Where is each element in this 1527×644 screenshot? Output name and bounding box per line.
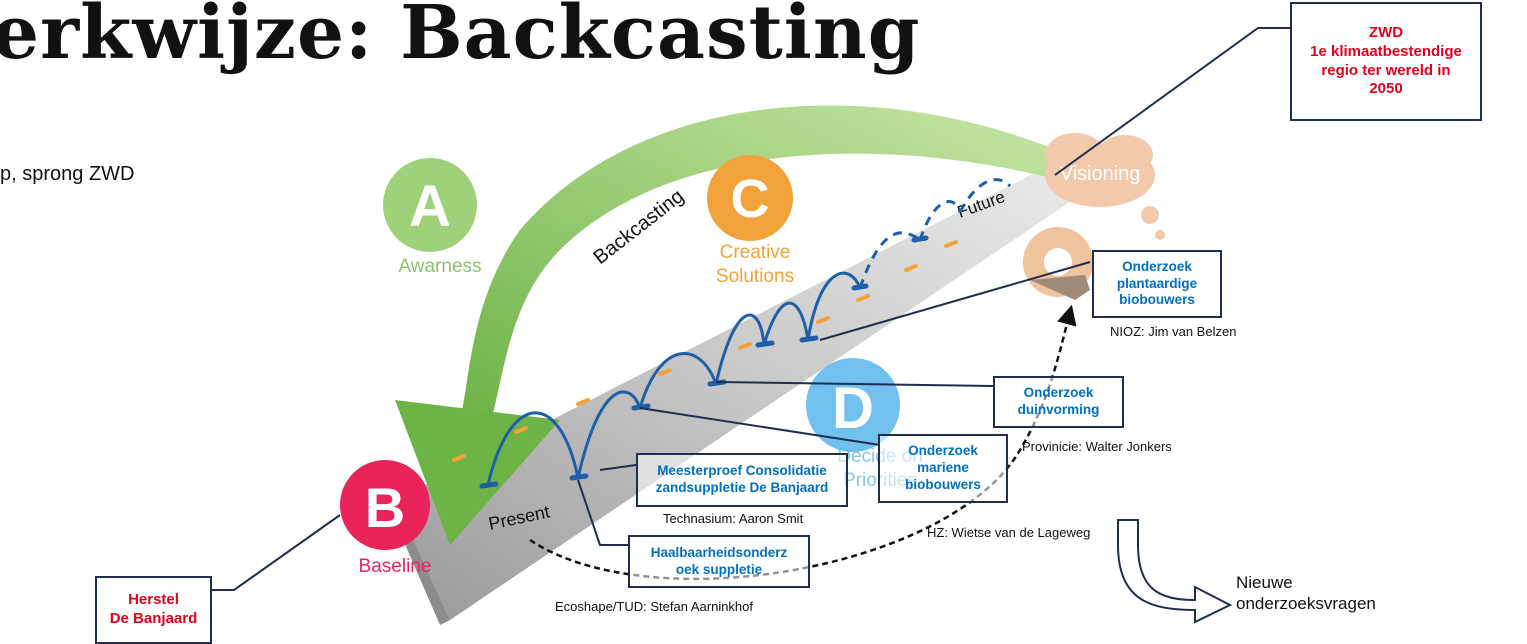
page-subtitle: p, sprong ZWD: [0, 163, 135, 185]
plantaardig-box: Onderzoek plantaardige biobouwers: [1092, 250, 1222, 318]
baseline-label: Baseline: [359, 556, 432, 577]
nieuwe-line-2: onderzoeksvragen: [1236, 594, 1376, 614]
bounce-marks: [479, 235, 929, 489]
duinvorming-line-1: Onderzoek: [1023, 385, 1094, 401]
haalbaarheid-line-1: Haalbaarheidsonderz: [650, 544, 788, 560]
awareness-label: Awarness: [398, 256, 481, 277]
haalbaarheid-box: Haalbaarheidsonderz oek suppletie: [628, 535, 810, 588]
zwd-goal-box: ZWD 1e klimaatbestendige regio ter werel…: [1290, 2, 1482, 121]
svg-text:A: A: [409, 174, 451, 239]
plantaardig-line-3: biobouwers: [1119, 292, 1195, 308]
technasium-caption: Technasium: Aaron Smit: [663, 511, 804, 526]
meesterproef-line-2: zandsuppletie De Banjaard: [655, 480, 829, 495]
hz-caption: HZ: Wietse van de Lageweg: [927, 525, 1091, 540]
svg-text:B: B: [365, 476, 405, 539]
haalbaarheid-line-2: oek suppletie: [675, 561, 763, 577]
nieuwe-line-1: Nieuwe: [1236, 573, 1293, 592]
baseline-badge: B Baseline: [340, 460, 431, 577]
connector-lines: [210, 27, 1290, 591]
research-loop-arrow: [529, 304, 1077, 581]
herstel-box: Herstel De Banjaard: [95, 576, 212, 644]
bounce-arcs: [486, 178, 1012, 486]
herstel-line-1: Herstel: [128, 591, 179, 609]
backcasting-arrow: [395, 105, 1080, 545]
new-questions-arrow: [1117, 519, 1233, 624]
awareness-badge: A Awarness: [383, 158, 482, 277]
visioning-label: Visioning: [1060, 163, 1141, 185]
road-markings: [452, 240, 958, 462]
svg-text:D: D: [832, 376, 874, 441]
zwd-line-2: 1e klimaatbestendige: [1310, 42, 1462, 60]
mariene-line-2: mariene: [917, 460, 969, 476]
zwd-line-4: 2050: [1369, 80, 1403, 98]
zwd-line-1: ZWD: [1368, 24, 1404, 41]
duinvorming-line-2: duinvorming: [1017, 402, 1100, 417]
ecoshape-caption: Ecoshape/TUD: Stefan Aarninkhof: [555, 599, 754, 614]
vision-head-icon: [1023, 227, 1093, 300]
provincie-caption: Provinicie: Walter Jonkers: [1022, 439, 1172, 454]
svg-text:C: C: [731, 169, 770, 229]
plantaardig-line-2: plantaardige: [1116, 275, 1198, 291]
creative-badge: C Creative Solutions: [707, 155, 794, 287]
mariene-line-1: Onderzoek: [908, 443, 978, 459]
mariene-line-3: biobouwers: [905, 476, 981, 492]
nioz-caption: NIOZ: Jim van Belzen: [1110, 324, 1237, 339]
meesterproef-line-1: Meesterproef Consolidatie: [657, 463, 827, 479]
visioning-cloud: Visioning: [1045, 133, 1165, 240]
creative-label-1: Creative: [720, 242, 791, 263]
creative-label-2: Solutions: [716, 266, 794, 287]
zwd-line-3: regio ter wereld in: [1321, 61, 1451, 79]
nieuwe-onderzoeksvragen-caption: Nieuwe onderzoeksvragen: [1236, 572, 1436, 615]
duinvorming-box: Onderzoek duinvorming: [993, 376, 1124, 428]
page-title: erkwijze: Backcasting: [0, 0, 921, 76]
herstel-line-2: De Banjaard: [109, 610, 198, 627]
plantaardig-line-1: Onderzoek: [1122, 258, 1192, 274]
meesterproef-box: Meesterproef Consolidatie zandsuppletie …: [636, 453, 848, 507]
mariene-box: Onderzoek mariene biobouwers: [878, 434, 1008, 503]
